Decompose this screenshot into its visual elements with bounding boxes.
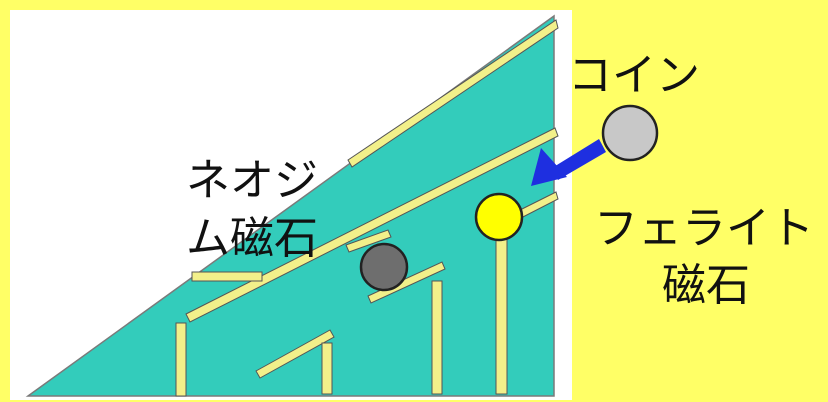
neodymium-magnet	[359, 242, 409, 292]
low-post	[321, 342, 333, 395]
left-shelf	[191, 271, 263, 282]
low-rail	[255, 329, 335, 379]
top-rail	[347, 19, 559, 168]
coin	[601, 104, 659, 162]
ferrite-stem	[495, 231, 508, 395]
arrow-icon	[531, 139, 606, 186]
mid-rail	[367, 261, 446, 304]
ferrite-label-line2: 磁石	[662, 260, 750, 311]
ferrite-magnet	[474, 192, 524, 242]
neodymium-rail	[345, 229, 392, 253]
main-rail	[185, 127, 559, 323]
rails	[175, 19, 559, 397]
mid-post	[431, 280, 443, 395]
ferrite-label-line1: フェライト	[594, 203, 814, 254]
neodymium-label-line2: ム磁石	[186, 213, 318, 264]
neodymium-label-line1: ネオジ	[186, 155, 318, 206]
left-post	[175, 322, 187, 397]
coin-label: コイン	[568, 50, 700, 101]
